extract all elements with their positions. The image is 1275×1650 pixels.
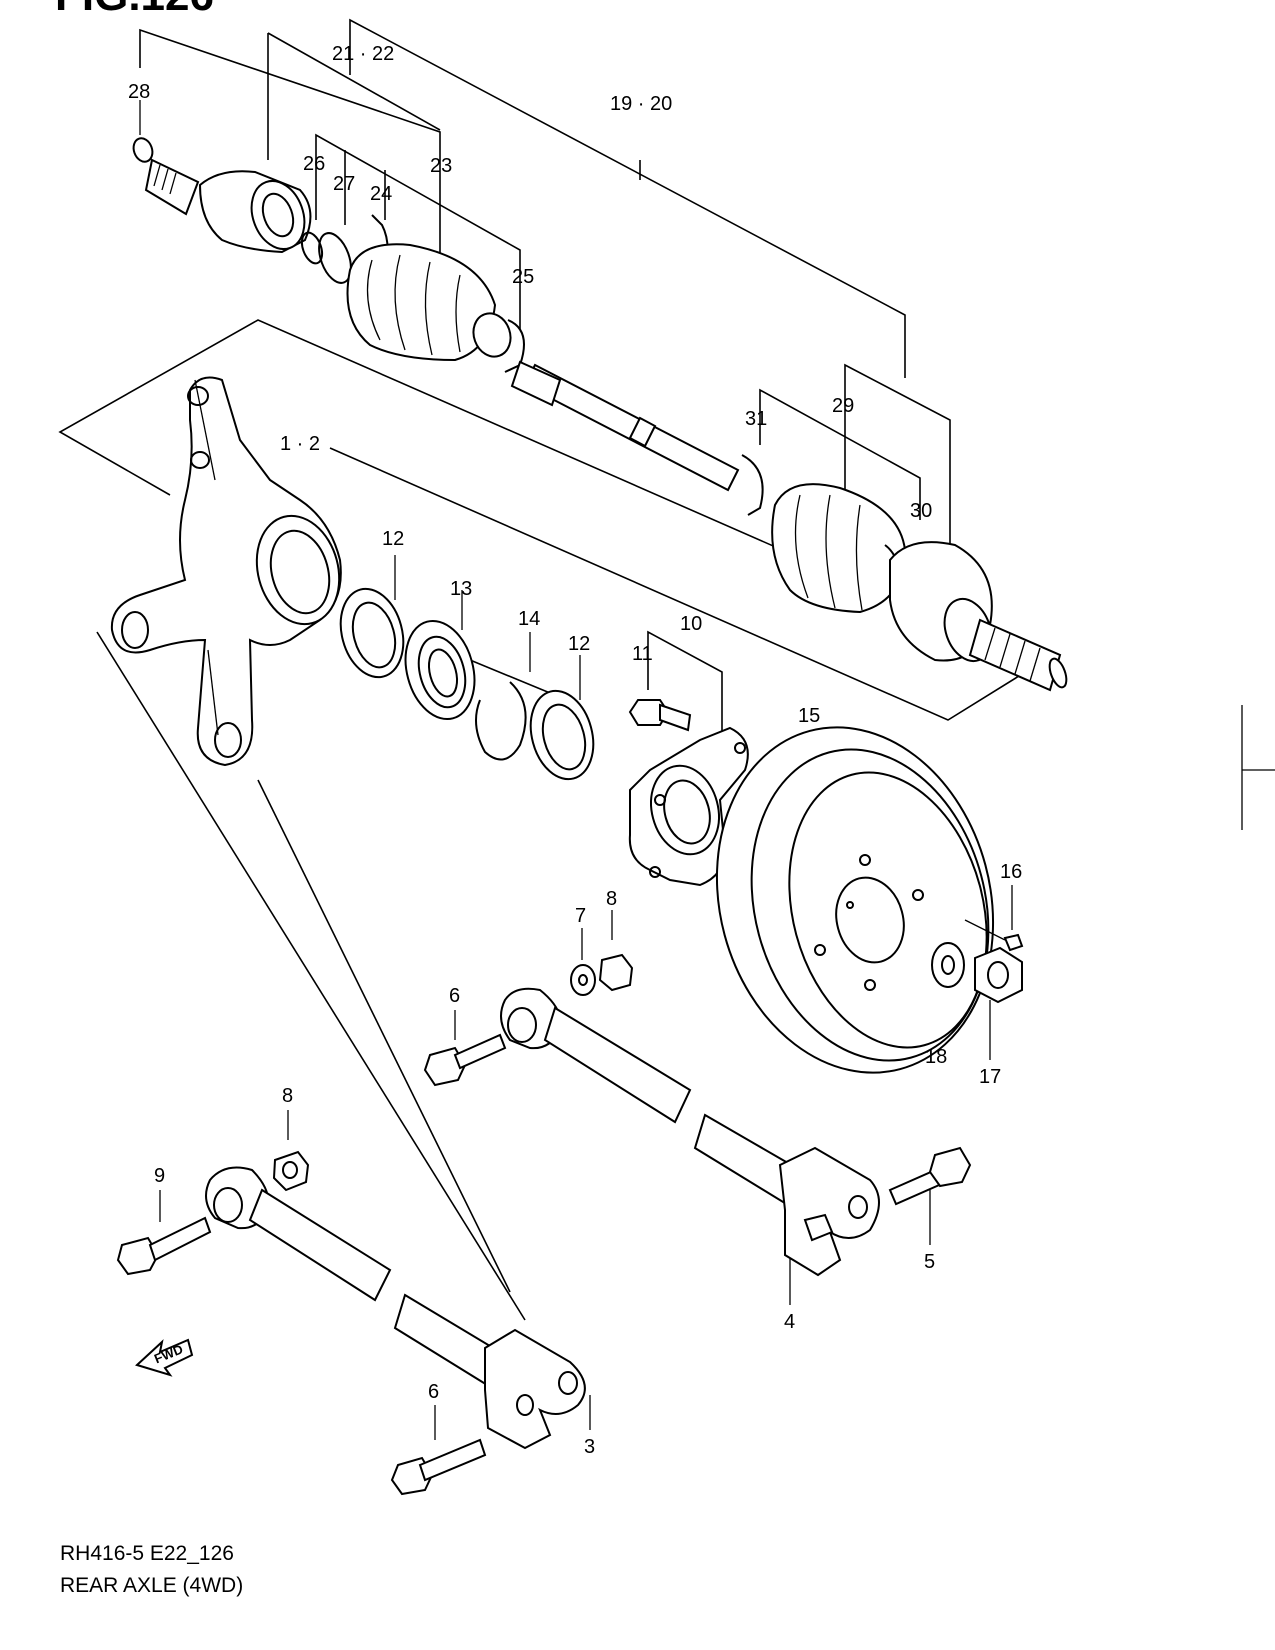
callout-21-22: 21 · 22 [332, 43, 394, 65]
callout-13: 13 [450, 578, 472, 600]
callout-labels: 28 21 · 22 19 · 20 26 27 24 23 25 31 29 … [128, 43, 1022, 1458]
upper-lateral-rod [423, 953, 972, 1277]
callout-19-20: 19 · 20 [610, 93, 672, 115]
callout-10: 10 [680, 613, 702, 635]
callout-16: 16 [1000, 861, 1022, 883]
hub-nut-and-washer [931, 942, 1023, 1004]
callout-15: 15 [798, 705, 820, 727]
callout-25: 25 [512, 266, 534, 288]
model-code: RH416-5 E22_126 [60, 1542, 234, 1565]
brake-drum [715, 726, 1024, 1074]
callout-5: 5 [924, 1251, 935, 1273]
callout-14: 14 [518, 608, 540, 630]
fwd-arrow-icon: FWD [135, 1338, 194, 1377]
callout-9: 9 [154, 1165, 165, 1187]
drive-shaft-outer-joint [741, 454, 1068, 692]
callout-4: 4 [784, 1311, 795, 1333]
callout-17: 17 [979, 1066, 1001, 1088]
callout-7: 7 [575, 905, 586, 927]
bearing-stack [339, 587, 595, 781]
knuckle [110, 376, 342, 767]
callout-24: 24 [370, 183, 392, 205]
callout-31: 31 [745, 408, 767, 430]
callout-11: 11 [632, 643, 653, 665]
figure-name: REAR AXLE (4WD) [60, 1574, 243, 1597]
callout-26: 26 [303, 153, 325, 175]
callout-12-seal-outer: 12 [568, 633, 590, 655]
callout-3: 3 [584, 1436, 595, 1458]
callout-29: 29 [832, 395, 854, 417]
callout-12-seal: 12 [382, 528, 404, 550]
wheel-hub [628, 699, 749, 887]
callout-23: 23 [430, 155, 452, 177]
callout-6-upper: 6 [449, 985, 460, 1007]
lower-lateral-rod [116, 1150, 586, 1496]
callout-8-lower: 8 [282, 1085, 293, 1107]
callout-8-upper: 8 [606, 888, 617, 910]
callout-27: 27 [333, 173, 355, 195]
drive-shaft-inner-joint [132, 137, 740, 492]
figure-title: FIG.126 [55, 0, 214, 20]
callout-1-2: 1 · 2 [280, 433, 320, 455]
callout-18: 18 [925, 1046, 947, 1068]
callout-6-lower: 6 [428, 1381, 439, 1403]
callout-30: 30 [910, 500, 932, 522]
callout-28: 28 [128, 81, 150, 103]
